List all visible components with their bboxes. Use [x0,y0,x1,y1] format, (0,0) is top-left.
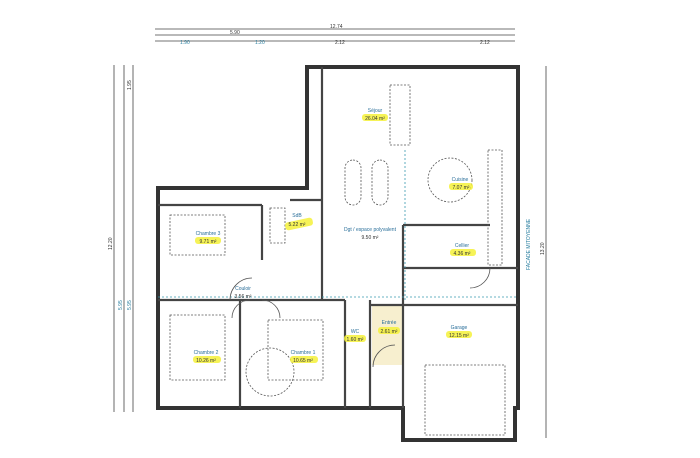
room-garage: Garage 12.15 m² [446,325,472,339]
svg-text:Chambre 1: Chambre 1 [291,350,316,356]
svg-text:10.26 m²: 10.26 m² [196,358,216,364]
svg-text:SdB: SdB [292,213,302,219]
dim-left-lower-b: 5.95 [127,300,133,310]
svg-text:Séjour: Séjour [368,108,383,114]
left-dimensions: 12.20 1.95 5.95 5.95 [108,65,134,412]
room-cuisine: Cuisine 7.07 m² [449,177,473,191]
dim-seg-2: 1.20 [255,40,265,46]
room-chambre-1: Chambre 1 10.65 m² [290,350,318,364]
interior-walls [158,67,518,408]
svg-text:9.50 m²: 9.50 m² [362,235,379,241]
entry-floor [372,305,402,365]
dim-partial-width: 5.90 [230,30,240,36]
svg-text:10.65 m²: 10.65 m² [293,358,313,364]
svg-text:Chambre 2: Chambre 2 [194,350,219,356]
svg-text:Couloir: Couloir [235,286,251,292]
svg-text:Dgt / espace polyvalent: Dgt / espace polyvalent [344,227,397,233]
dim-seg-4: 2.12 [480,40,490,46]
top-dimensions: 12.74 5.90 1.90 1.20 2.12 2.12 [155,24,515,46]
exterior-walls [156,65,520,442]
room-cellier: Cellier 4.36 m² [450,243,476,257]
dim-seg-3: 2.12 [335,40,345,46]
dim-total-width: 12.74 [330,24,343,30]
svg-text:Cuisine: Cuisine [452,177,469,183]
dim-left-upper: 1.95 [127,80,133,90]
svg-text:7.07 m²: 7.07 m² [453,185,470,191]
right-dimensions: 13.20 FACADE MITOYENNE [526,66,547,438]
svg-text:3.56 m²: 3.56 m² [235,294,252,300]
furniture [158,84,518,436]
svg-text:Garage: Garage [451,325,468,331]
room-wc: WC 1.60 m² [344,329,366,343]
svg-text:2.61 m²: 2.61 m² [381,329,398,335]
svg-text:9.71 m²: 9.71 m² [200,239,217,245]
room-chambre-2: Chambre 2 10.26 m² [193,350,221,364]
room-sdb: SdB 5.22 m² [285,213,313,231]
room-entree: Entrée 2.61 m² [378,320,400,335]
svg-text:5.22 m²: 5.22 m² [289,222,306,228]
dim-seg-1: 1.90 [180,40,190,46]
svg-text:Cellier: Cellier [455,243,470,249]
room-couloir: Couloir 3.56 m² [235,286,252,300]
svg-text:4.36 m²: 4.36 m² [454,251,471,257]
facade-label: FACADE MITOYENNE [526,218,532,270]
room-sejour: Séjour 26.04 m² [362,108,388,122]
svg-text:Entrée: Entrée [382,320,397,326]
doors [229,267,491,368]
dim-right-total: 13.20 [540,242,546,255]
room-degagement: Dgt / espace polyvalent 9.50 m² [344,227,397,241]
svg-text:Chambre 3: Chambre 3 [196,231,221,237]
svg-text:26.04 m²: 26.04 m² [365,116,385,122]
svg-text:12.15 m²: 12.15 m² [449,333,469,339]
dim-left-lower-a: 5.95 [118,300,124,310]
dim-left-total: 12.20 [108,237,114,250]
svg-text:WC: WC [351,329,360,335]
svg-text:1.60 m²: 1.60 m² [347,337,364,343]
room-chambre-3: Chambre 3 9.71 m² [195,231,221,245]
